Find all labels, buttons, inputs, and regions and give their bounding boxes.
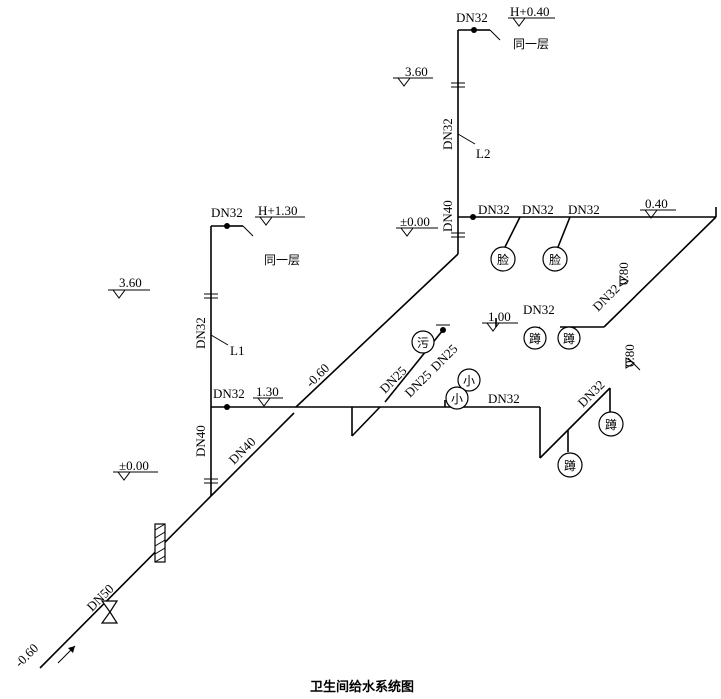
- elev-diag: -0.60: [303, 360, 333, 390]
- fixture-label: 蹲: [529, 332, 541, 346]
- label-dn40-riser2: DN40: [440, 200, 455, 232]
- elev-ground1: ±0.00: [119, 458, 149, 473]
- fixture-squat-4: 蹲: [557, 452, 583, 478]
- elev-floor1: 3.60: [119, 275, 142, 290]
- elev-entry: -0.60: [12, 640, 42, 670]
- fixture-label: 蹲: [564, 459, 576, 473]
- elev-squat-upper: 0.80: [616, 262, 631, 285]
- elev-floor2: 3.60: [405, 64, 428, 79]
- fixture-mop-sink: 污: [411, 330, 435, 354]
- note-same-floor-2: 同一层: [513, 37, 549, 51]
- label-dn32-top2: DN32: [456, 10, 488, 25]
- fixture-label: 蹲: [605, 418, 617, 432]
- label-dn32-top1: DN32: [211, 205, 243, 220]
- fixture-label: 小: [463, 374, 475, 388]
- label-dn32-riser1: DN32: [193, 317, 208, 349]
- label-dn32-lower: DN32: [488, 391, 520, 406]
- elev-squat-lower: 0.80: [622, 344, 637, 367]
- label-dn32-upper-c: DN32: [568, 202, 600, 217]
- fixture-label: 污: [417, 336, 429, 350]
- fixture-label: 小: [451, 392, 463, 406]
- branch-0-40: [458, 207, 717, 333]
- elevation-marks: [108, 17, 676, 481]
- squat-lower-elev-mark: [625, 357, 641, 371]
- label-dn32-upper-b: DN32: [522, 202, 554, 217]
- fixture-squat-1: 蹲: [523, 326, 547, 350]
- squat-upper-elev-mark: [619, 275, 629, 287]
- fixture-urinal-2: 小: [445, 386, 469, 410]
- branch-squat-lower: [567, 388, 611, 452]
- label-dn32-lower-diag: DN32: [575, 377, 608, 410]
- fixture-label: 脸: [549, 253, 561, 267]
- riser-label-l2: L2: [476, 146, 490, 161]
- entry-main-pipe: [39, 412, 295, 669]
- gate-valve-dn50: [100, 600, 119, 624]
- wall-sleeve: [154, 523, 166, 563]
- label-dn32-diag-upper: DN32: [590, 281, 623, 314]
- diagram-title: 卫生间给水系统图: [310, 679, 414, 695]
- elev-tap1: H+1.30: [258, 203, 297, 218]
- fixture-basin-2: 脸: [542, 246, 568, 272]
- label-dn40-riser1: DN40: [193, 425, 208, 457]
- fixture-squat-3: 蹲: [598, 411, 624, 437]
- fixture-urinal-1: 小: [457, 368, 481, 392]
- label-dn40-main: DN40: [226, 434, 259, 467]
- fixture-label: 蹲: [563, 332, 575, 346]
- label-dn32-upper-a: DN32: [478, 202, 510, 217]
- elev-tap2: H+0.40: [510, 4, 549, 19]
- elev-ground2: ±0.00: [400, 214, 430, 229]
- label-dn32-squat-upper: DN32: [523, 302, 555, 317]
- label-dn32-branch1: DN32: [213, 386, 245, 401]
- elev-branch1: 1.30: [256, 384, 279, 399]
- label-dn32-riser2: DN32: [440, 118, 455, 150]
- elev-upper-branch: 0.40: [645, 196, 668, 211]
- fixture-label: 脸: [497, 253, 509, 267]
- riser-label-l1: L1: [230, 343, 244, 358]
- fixture-basin-1: 脸: [490, 246, 516, 272]
- elev-squat-mid: 1.00: [488, 309, 511, 324]
- note-same-floor-1: 同一层: [264, 253, 300, 267]
- fixture-squat-2: 蹲: [557, 326, 581, 350]
